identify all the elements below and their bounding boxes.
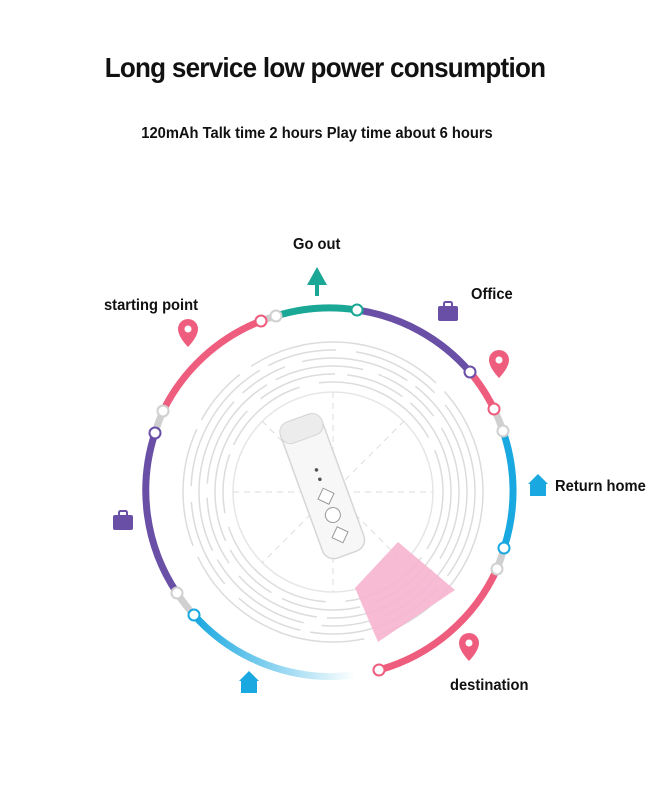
ring-nodes [148,303,511,677]
ring-segment-pink-left [159,317,263,413]
ring-segment-blue-bottom [191,612,356,681]
ring-node [487,402,501,416]
location-pin-icon [178,319,198,347]
label-go-out: Go out [293,236,341,253]
ring-node [496,424,510,438]
house-icon [239,671,259,693]
ring-segment-teal-top [274,304,358,320]
ring-node [497,541,511,555]
ring-node [148,426,162,440]
label-return-home: Return home [555,478,646,495]
location-pin-icon [489,350,509,378]
tree-icon [307,267,327,296]
ring-segment-pink-right [467,369,498,411]
label-starting-point: starting point [104,297,199,314]
label-office: Office [471,286,513,303]
ring-segment-pink-bottom [378,567,501,674]
ring-node [269,309,283,323]
page-title: Long service low power consumption [104,52,546,83]
label-destination: destination [450,677,529,694]
device-illustration [279,413,455,642]
page-subtitle: 120mAh Talk time 2 hours Play time about… [141,125,493,142]
briefcase-icon [113,510,133,530]
ring-node [156,404,170,418]
ring-node [372,663,386,677]
ring-segment-blue-right [499,429,517,550]
ring-segment-purple-right [356,306,473,375]
ring-node [463,365,477,379]
ring-node [170,586,184,600]
ring-node [254,314,268,328]
ring-segment-purple-left [142,431,180,595]
ring-node [490,562,504,576]
ring-node [350,303,364,317]
briefcase-icon [438,301,458,321]
house-icon [528,474,548,496]
ring-node [187,608,201,622]
location-pin-icon [459,633,479,661]
